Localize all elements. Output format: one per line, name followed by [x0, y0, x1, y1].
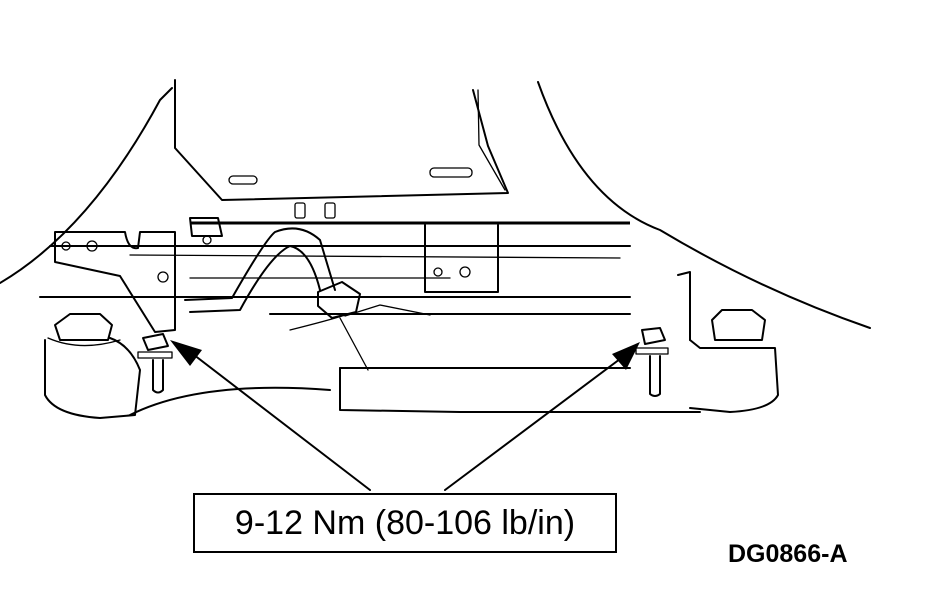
left-bracket — [54, 231, 176, 333]
right-hex-nut — [711, 309, 766, 341]
figure-id-label: DG0866-A — [728, 540, 848, 568]
left-mount-body — [44, 337, 141, 419]
upper-bracket-plate — [174, 79, 509, 201]
center-bracket — [424, 224, 499, 293]
left-leader-line — [184, 347, 371, 491]
hydraulic-line — [184, 227, 336, 301]
left-hex-nut — [54, 313, 113, 341]
left-mount-bolt — [142, 333, 169, 351]
right-arrowhead — [612, 342, 640, 370]
right-housing-curve — [537, 81, 871, 329]
left-arrowhead — [170, 340, 202, 366]
right-leader-line — [444, 349, 633, 491]
right-mount-bolt — [641, 327, 666, 345]
torque-spec-label: 9-12 Nm (80-106 lb/in) — [234, 503, 576, 542]
left-housing-curve — [0, 87, 173, 284]
right-mount-body — [689, 339, 779, 413]
top-nut — [189, 217, 223, 237]
torque-callout-box: 9-12 Nm (80-106 lb/in) — [193, 493, 617, 553]
